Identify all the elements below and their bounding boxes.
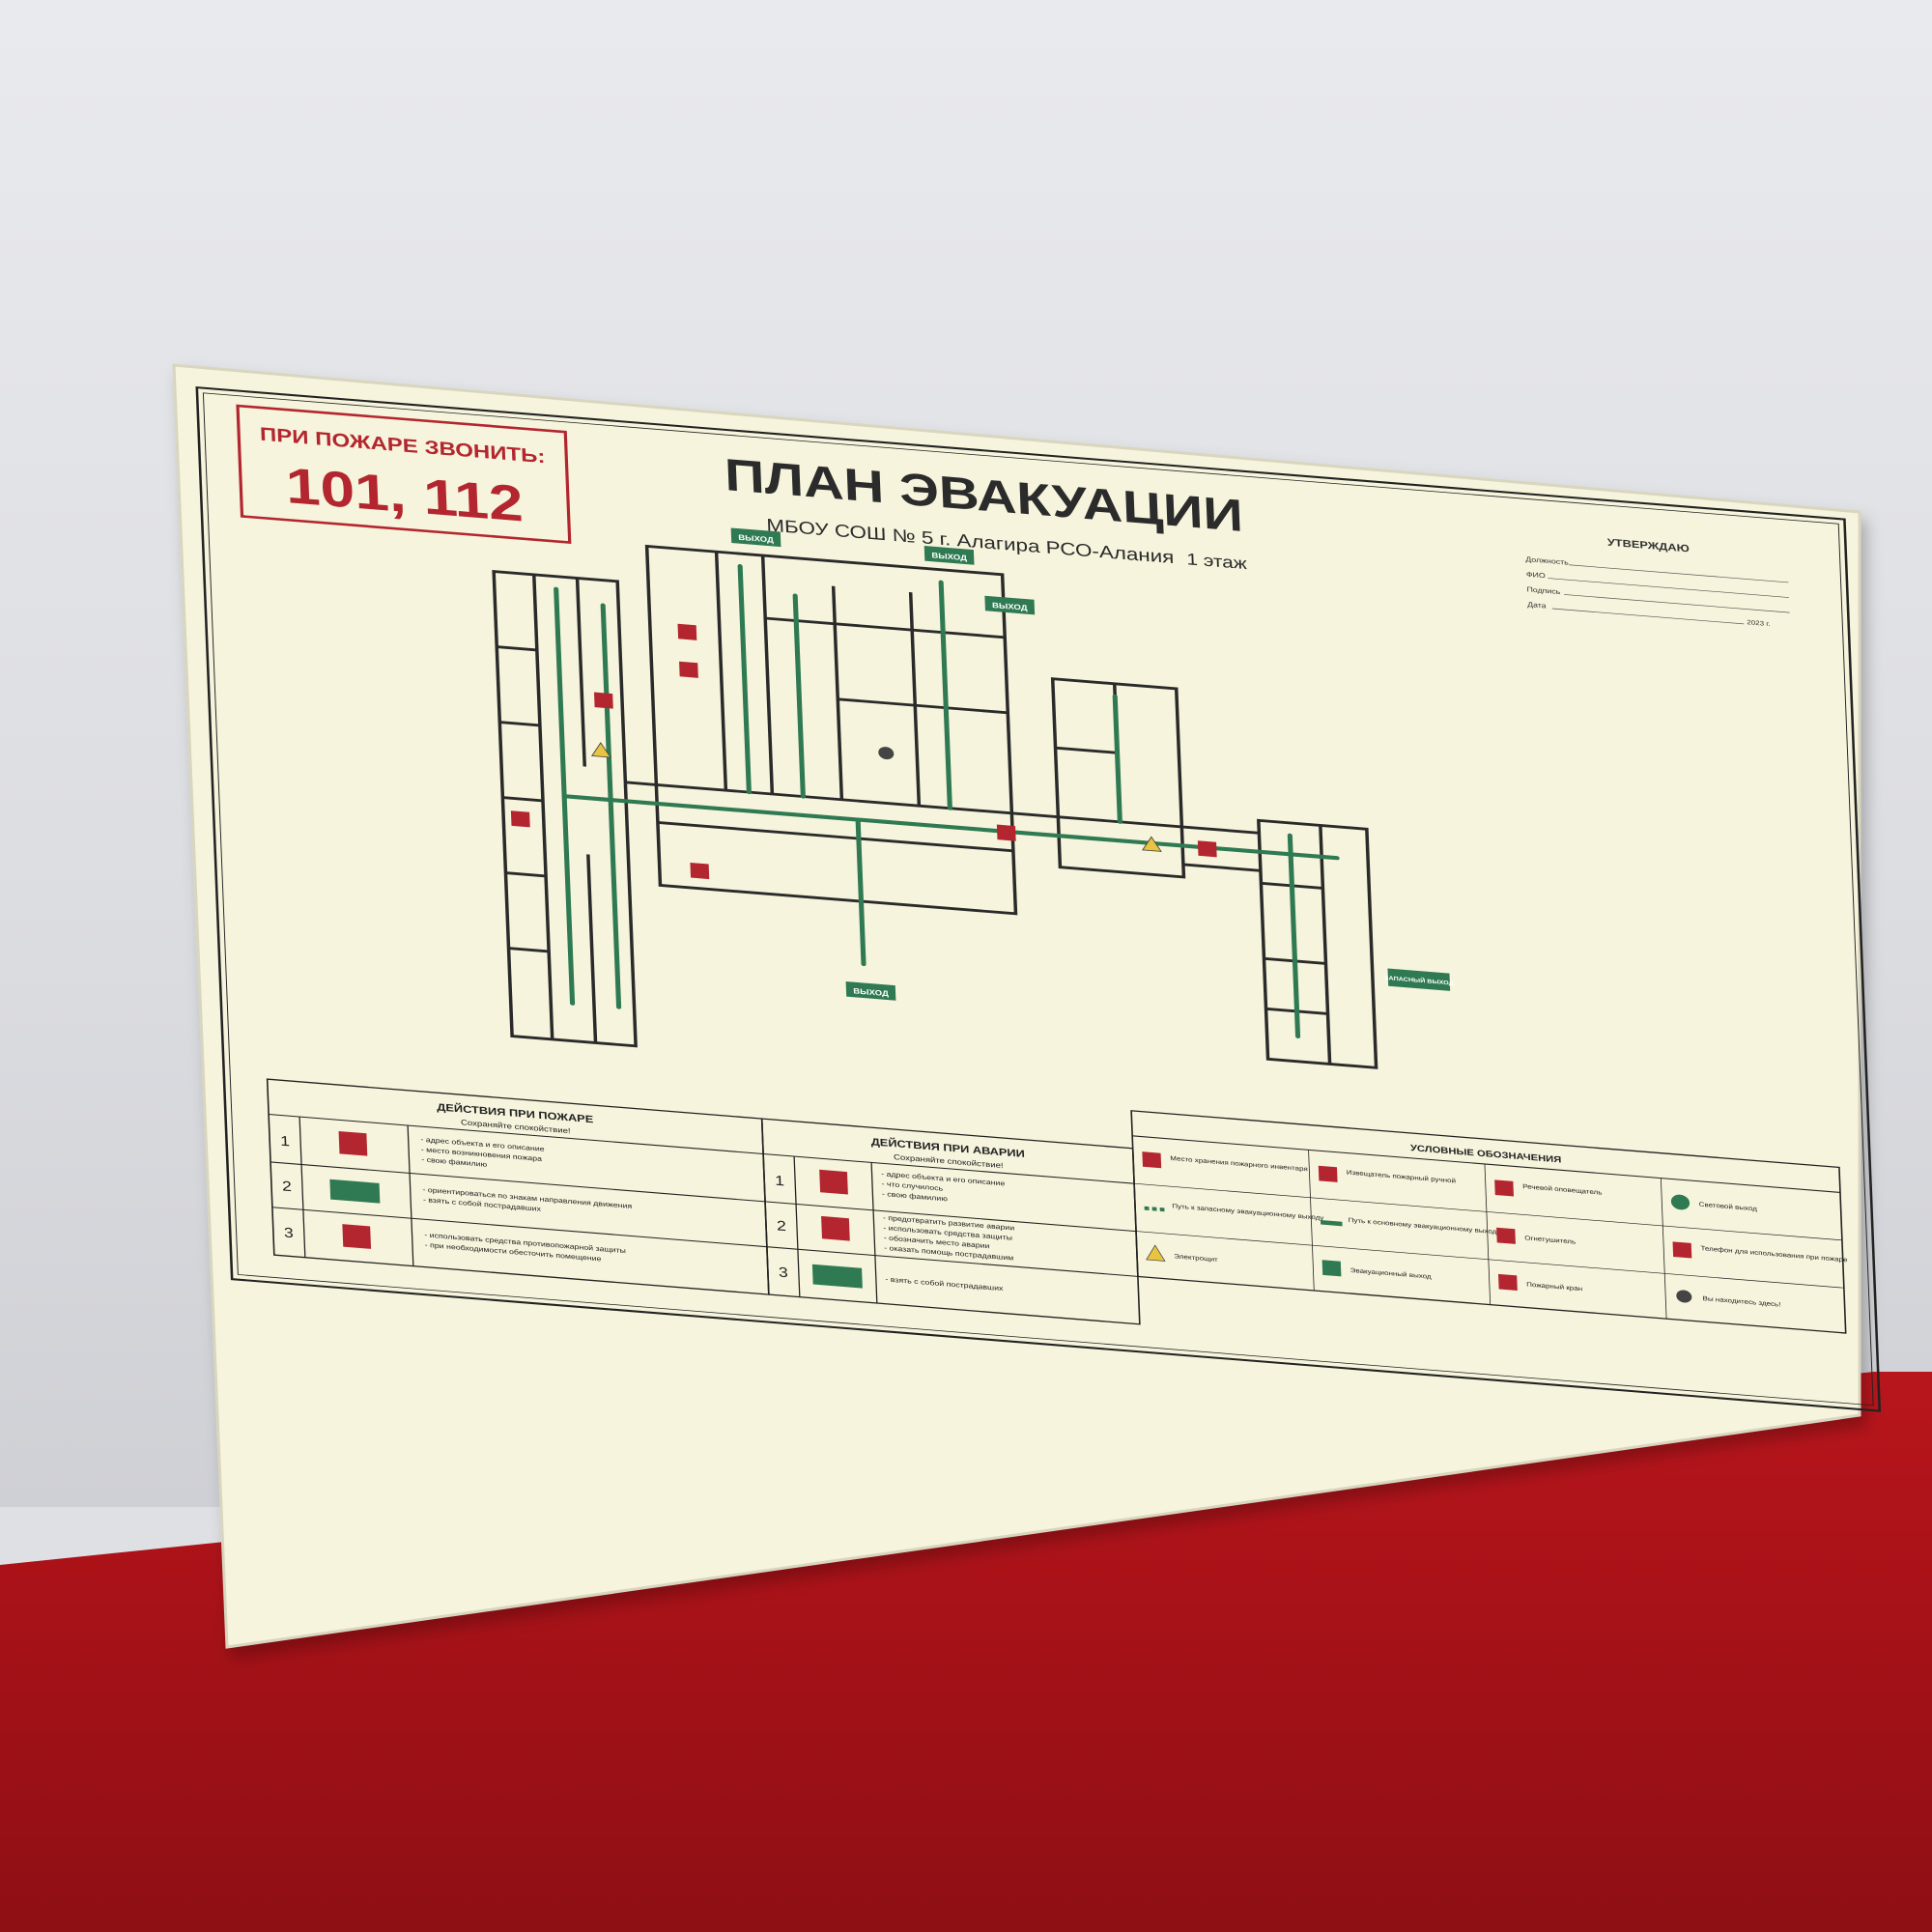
central-block — [644, 544, 1018, 916]
first-aid-icon — [821, 1215, 850, 1241]
exit-sign-top-center — [923, 546, 975, 565]
reserve-exit-sign — [1387, 968, 1451, 991]
first-aid-icon — [593, 692, 613, 709]
approval-year: 2023 г. — [1747, 618, 1770, 628]
evacuation-plan-board — [172, 363, 1861, 1649]
extinguisher-icon — [996, 824, 1016, 841]
electric-panel-icon — [590, 742, 611, 758]
emergency-row-2-num: 2 — [777, 1218, 786, 1235]
map-exit-labels: ВЫХОД ВЫХОД ВЫХОД ВЫХОД ЗАПАСНЫЙ ВЫХОД — [730, 527, 1454, 1001]
evacuation-routes — [554, 563, 1340, 1038]
you-are-here-icon — [1676, 1290, 1692, 1303]
floor-label: 1 этаж — [1186, 551, 1247, 574]
exit-sign-text: ВЫХОД — [738, 533, 775, 545]
approval-date: Дата — [1527, 601, 1547, 611]
exit-arrow-icon — [811, 1264, 863, 1289]
fire-row-2-num: 2 — [282, 1179, 292, 1195]
phone-icon — [338, 1130, 368, 1156]
approval-signature: Подпись — [1526, 585, 1560, 596]
electric-panel-icon — [1142, 836, 1162, 852]
light-exit-icon — [1670, 1194, 1690, 1210]
manual-call-point-icon — [1318, 1165, 1338, 1182]
map-markers — [510, 623, 1217, 880]
emergency-row-1-num: 1 — [775, 1173, 784, 1189]
exit-arrow-icon — [329, 1179, 381, 1204]
exit-sign-top-right — [984, 595, 1036, 615]
extinguisher-icon — [679, 661, 698, 678]
fire-row-3-num: 3 — [284, 1225, 294, 1241]
fire-row-1-num: 1 — [280, 1133, 290, 1150]
emergency-row-3-num: 3 — [779, 1264, 788, 1281]
extinguisher-icon — [677, 623, 697, 640]
exit-sign-text: ВЫХОД — [931, 551, 968, 562]
extinguisher-icon — [510, 810, 530, 828]
extinguisher-icon — [1496, 1227, 1516, 1244]
reserve-path-icon — [1144, 1206, 1167, 1212]
approval-position: Должность — [1525, 555, 1569, 567]
exit-sign-text: ВЫХОД — [853, 986, 890, 998]
phone-icon — [819, 1169, 848, 1195]
wing-left — [492, 570, 638, 1048]
fire-phone-icon — [1672, 1241, 1692, 1259]
extinguisher-icon — [1197, 840, 1217, 858]
inner-frame-line — [202, 392, 1874, 1406]
inner-frame — [195, 385, 1882, 1412]
main-path-icon — [1320, 1219, 1343, 1227]
floor-plan — [492, 544, 1378, 1069]
voice-alarm-icon — [1494, 1179, 1514, 1197]
exit-sign-bottom — [845, 981, 896, 1001]
wing-far-right — [1257, 818, 1378, 1069]
evacuation-exit-icon — [1321, 1260, 1342, 1277]
exit-sign-top-left — [730, 527, 781, 548]
exit-sign-text: ВЫХОД — [992, 601, 1029, 612]
you-are-here-icon — [878, 747, 895, 760]
electric-panel-icon — [1146, 1244, 1166, 1262]
fire-equipment-icon — [1142, 1151, 1162, 1169]
legend-label-9: Электрощит — [1174, 1252, 1218, 1264]
fire-phone-icon — [690, 862, 710, 880]
fire-hydrant-icon — [1498, 1273, 1518, 1291]
approval-name: ФИО — [1526, 571, 1546, 581]
extinguisher-icon — [342, 1224, 372, 1249]
